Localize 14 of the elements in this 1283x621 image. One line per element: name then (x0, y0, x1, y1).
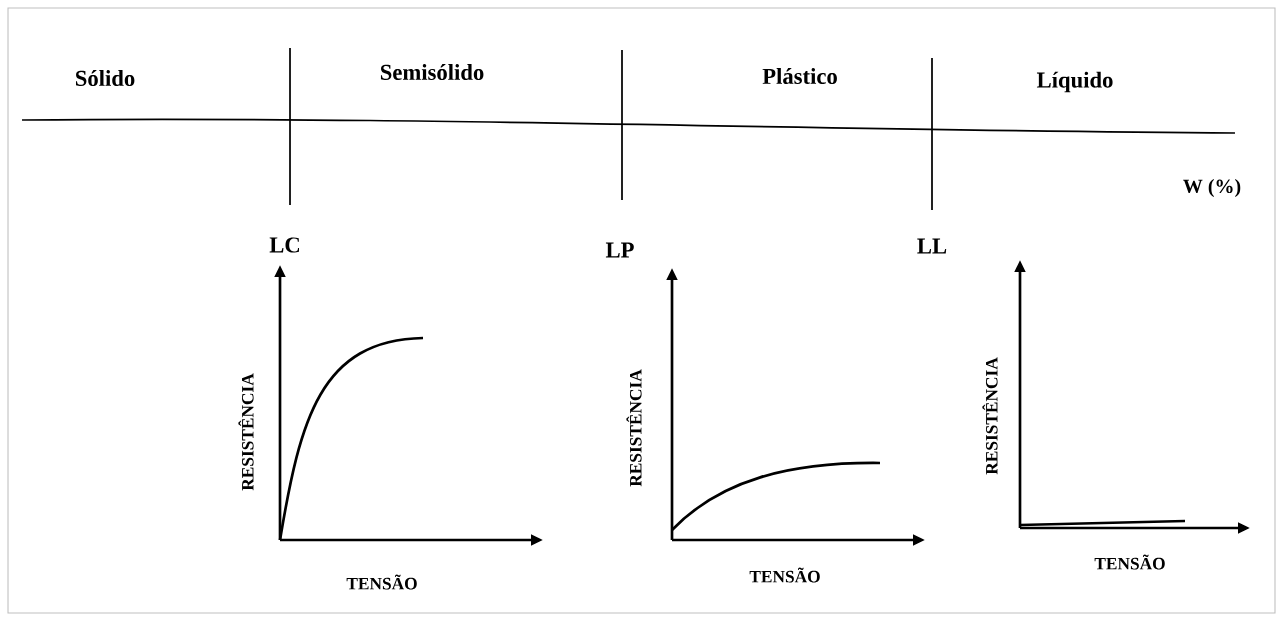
axis-label: W (%) (1183, 178, 1241, 198)
limit-label: LC (269, 237, 299, 253)
axis-label: RESISTÊNCIA (982, 357, 998, 475)
state-label: Líquido (1036, 71, 1113, 93)
axis-label: RESISTÊNCIA (626, 369, 642, 487)
state-label: Plástico (762, 68, 837, 84)
axis-label: TENSÃO (1094, 554, 1165, 570)
axis-label: TENSÃO (346, 574, 417, 590)
axis-label: TENSÃO (749, 567, 820, 583)
limit-label: LL (917, 238, 947, 254)
limit-label: LP (605, 242, 634, 258)
state-label: Sólido (76, 70, 135, 86)
state-label: Semisólido (380, 64, 484, 80)
axis-label: RESISTÊNCIA (238, 373, 254, 491)
